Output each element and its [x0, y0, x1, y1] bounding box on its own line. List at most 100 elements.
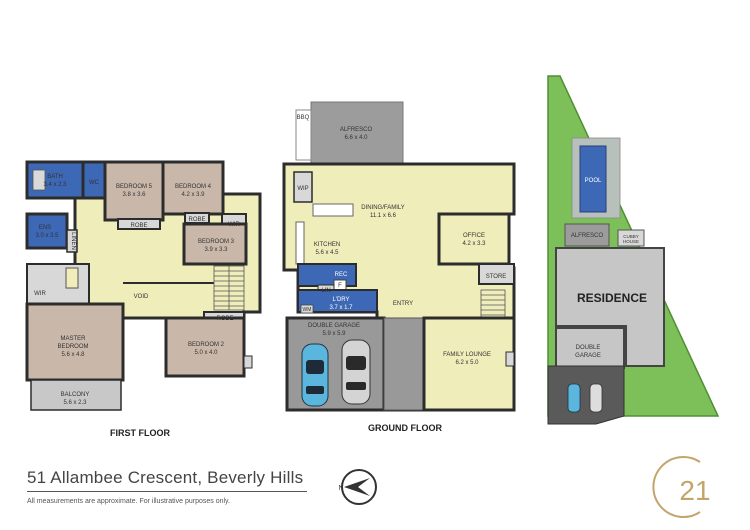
store-room [478, 263, 515, 285]
void-label: VOID [134, 294, 149, 300]
ground-floor-title: GROUND FLOOR [368, 423, 442, 433]
bedroom-5 [103, 160, 165, 222]
residence-label: RESIDENCE [577, 291, 647, 305]
compass-icon: N [338, 469, 377, 505]
entry-label: ENTRY [393, 301, 413, 307]
wm-space [300, 304, 314, 314]
bedroom-4-dims: 4.2 x 3.9 [181, 192, 205, 198]
lounge-label: FAMILY LOUNGE [443, 352, 491, 358]
robe-1-label: ROBE [130, 223, 147, 229]
office-dims: 4.2 x 3.3 [462, 241, 486, 247]
site-garage-label-2: GARAGE [575, 353, 601, 359]
office-label: OFFICE [463, 233, 485, 239]
site-car-silver [589, 383, 603, 413]
bedroom-2 [164, 316, 246, 378]
dining-dims: 11.1 x 6.6 [370, 213, 397, 219]
robe-bedroom-5 [117, 218, 161, 230]
kitchen-dims: 5.6 x 4.5 [315, 250, 339, 256]
wir-bedroom-3-label: WIR [228, 222, 240, 228]
lin-label: LIN [321, 288, 330, 294]
cubby-house [617, 229, 645, 247]
laundry-label: L'DRY [332, 297, 349, 303]
first-floor-stairs [213, 265, 245, 311]
bbq-label: BBQ [297, 115, 310, 121]
ground-floor-plan: BBQ ALFRESCO 6.6 x 4.0 WIP DINING/FAMILY… [282, 101, 516, 433]
robe-3-label: ROBE [216, 316, 233, 322]
f-label: F [338, 283, 342, 289]
cubby-label: CUBBY [623, 234, 639, 239]
bedroom-3 [182, 222, 248, 266]
site-driveway [547, 365, 625, 425]
site-garage-label: DOUBLE [576, 345, 601, 351]
balcony [30, 379, 122, 411]
bedroom-3-dims: 3.9 x 3.3 [204, 247, 228, 253]
cubby-label-2: HOUSE [623, 239, 639, 244]
first-floor-title: FIRST FLOOR [110, 428, 170, 438]
alfresco-dims: 6.6 x 4.0 [344, 135, 368, 141]
disclaimer-text: All measurements are approximate. For il… [27, 498, 230, 505]
entry-driveway [383, 317, 425, 411]
balcony-dims: 5.6 x 2.3 [63, 400, 87, 406]
residence [555, 247, 665, 367]
stair-void-small [65, 267, 79, 289]
rec-label: REC [335, 272, 348, 278]
master-bedroom [25, 302, 125, 382]
bedroom-2-label: BEDROOM 2 [188, 342, 225, 348]
logo-text: 21 [679, 475, 710, 506]
bedroom-2-dims: 5.0 x 4.0 [194, 350, 218, 356]
dining-label: DINING/FAMILY [361, 205, 405, 211]
site-alfresco-label: ALFRESCO [571, 233, 604, 239]
site-garage [555, 327, 625, 369]
compass-label: N [338, 485, 343, 492]
office-room [437, 212, 511, 266]
wc-label: WC [89, 180, 100, 186]
hatch-bedroom-2 [243, 355, 253, 369]
linen-label: LINEN [70, 232, 76, 250]
ground-floor-stairs [480, 289, 506, 321]
century21-logo-icon: 21 [652, 456, 711, 518]
robe-2-label: ROBE [188, 217, 205, 223]
site-car-blue [567, 383, 581, 413]
walk-in-pantry [293, 171, 313, 203]
linen-cupboard [66, 229, 78, 253]
pool [579, 145, 607, 213]
kitchen-label: KITCHEN [314, 242, 340, 248]
site-alfresco [564, 223, 610, 247]
bedroom-5-dims: 3.8 x 3.6 [122, 192, 146, 198]
wip-label: WIP [297, 186, 308, 192]
bedroom-3-label: BEDROOM 3 [198, 239, 235, 245]
wir-master-label: WIR [34, 291, 46, 297]
first-floor-plan: BATH 3.4 x 2.3 WC BEDROOM 5 3.8 x 3.6 BE… [25, 160, 262, 438]
alfresco-label: ALFRESCO [340, 127, 373, 133]
bath-label: BATH [47, 174, 63, 180]
ensuite-dims: 3.0 x 3.5 [35, 233, 59, 239]
bedroom-4-label: BEDROOM 4 [175, 184, 212, 190]
bathtub [32, 169, 46, 191]
bbq-bench [295, 109, 312, 161]
master-dims: 5.6 x 4.8 [61, 352, 85, 358]
lounge-dims: 6.2 x 5.0 [455, 360, 479, 366]
site-plan: POOL ALFRESCO CUBBY HOUSE RESIDENCE DOUB… [547, 75, 720, 425]
master-label-2: BEDROOM [57, 344, 88, 350]
master-label: MASTER [60, 336, 86, 342]
store-label: STORE [486, 274, 507, 280]
wir-master [26, 263, 90, 311]
garage-label: DOUBLE GARAGE [308, 323, 360, 329]
laundry-dims: 3.7 x 1.7 [329, 305, 353, 311]
ensuite-room [25, 212, 69, 250]
bath-dims: 3.4 x 2.3 [43, 182, 67, 188]
bedroom-5-label: BEDROOM 5 [116, 184, 153, 190]
property-address: 51 Allambee Crescent, Beverly Hills [27, 468, 304, 487]
address-divider [27, 491, 307, 492]
laundry-room [297, 289, 378, 313]
garage-dims: 5.9 x 5.9 [322, 331, 346, 337]
wm-label: WM [303, 307, 312, 313]
kitchen-bench [295, 221, 305, 265]
kitchen-island [312, 203, 354, 217]
hatch-lounge [505, 351, 515, 367]
balcony-label: BALCONY [61, 392, 90, 398]
bedroom-4 [161, 160, 225, 216]
garage-cars [301, 339, 371, 407]
ensuite-label: ENS [39, 225, 51, 231]
